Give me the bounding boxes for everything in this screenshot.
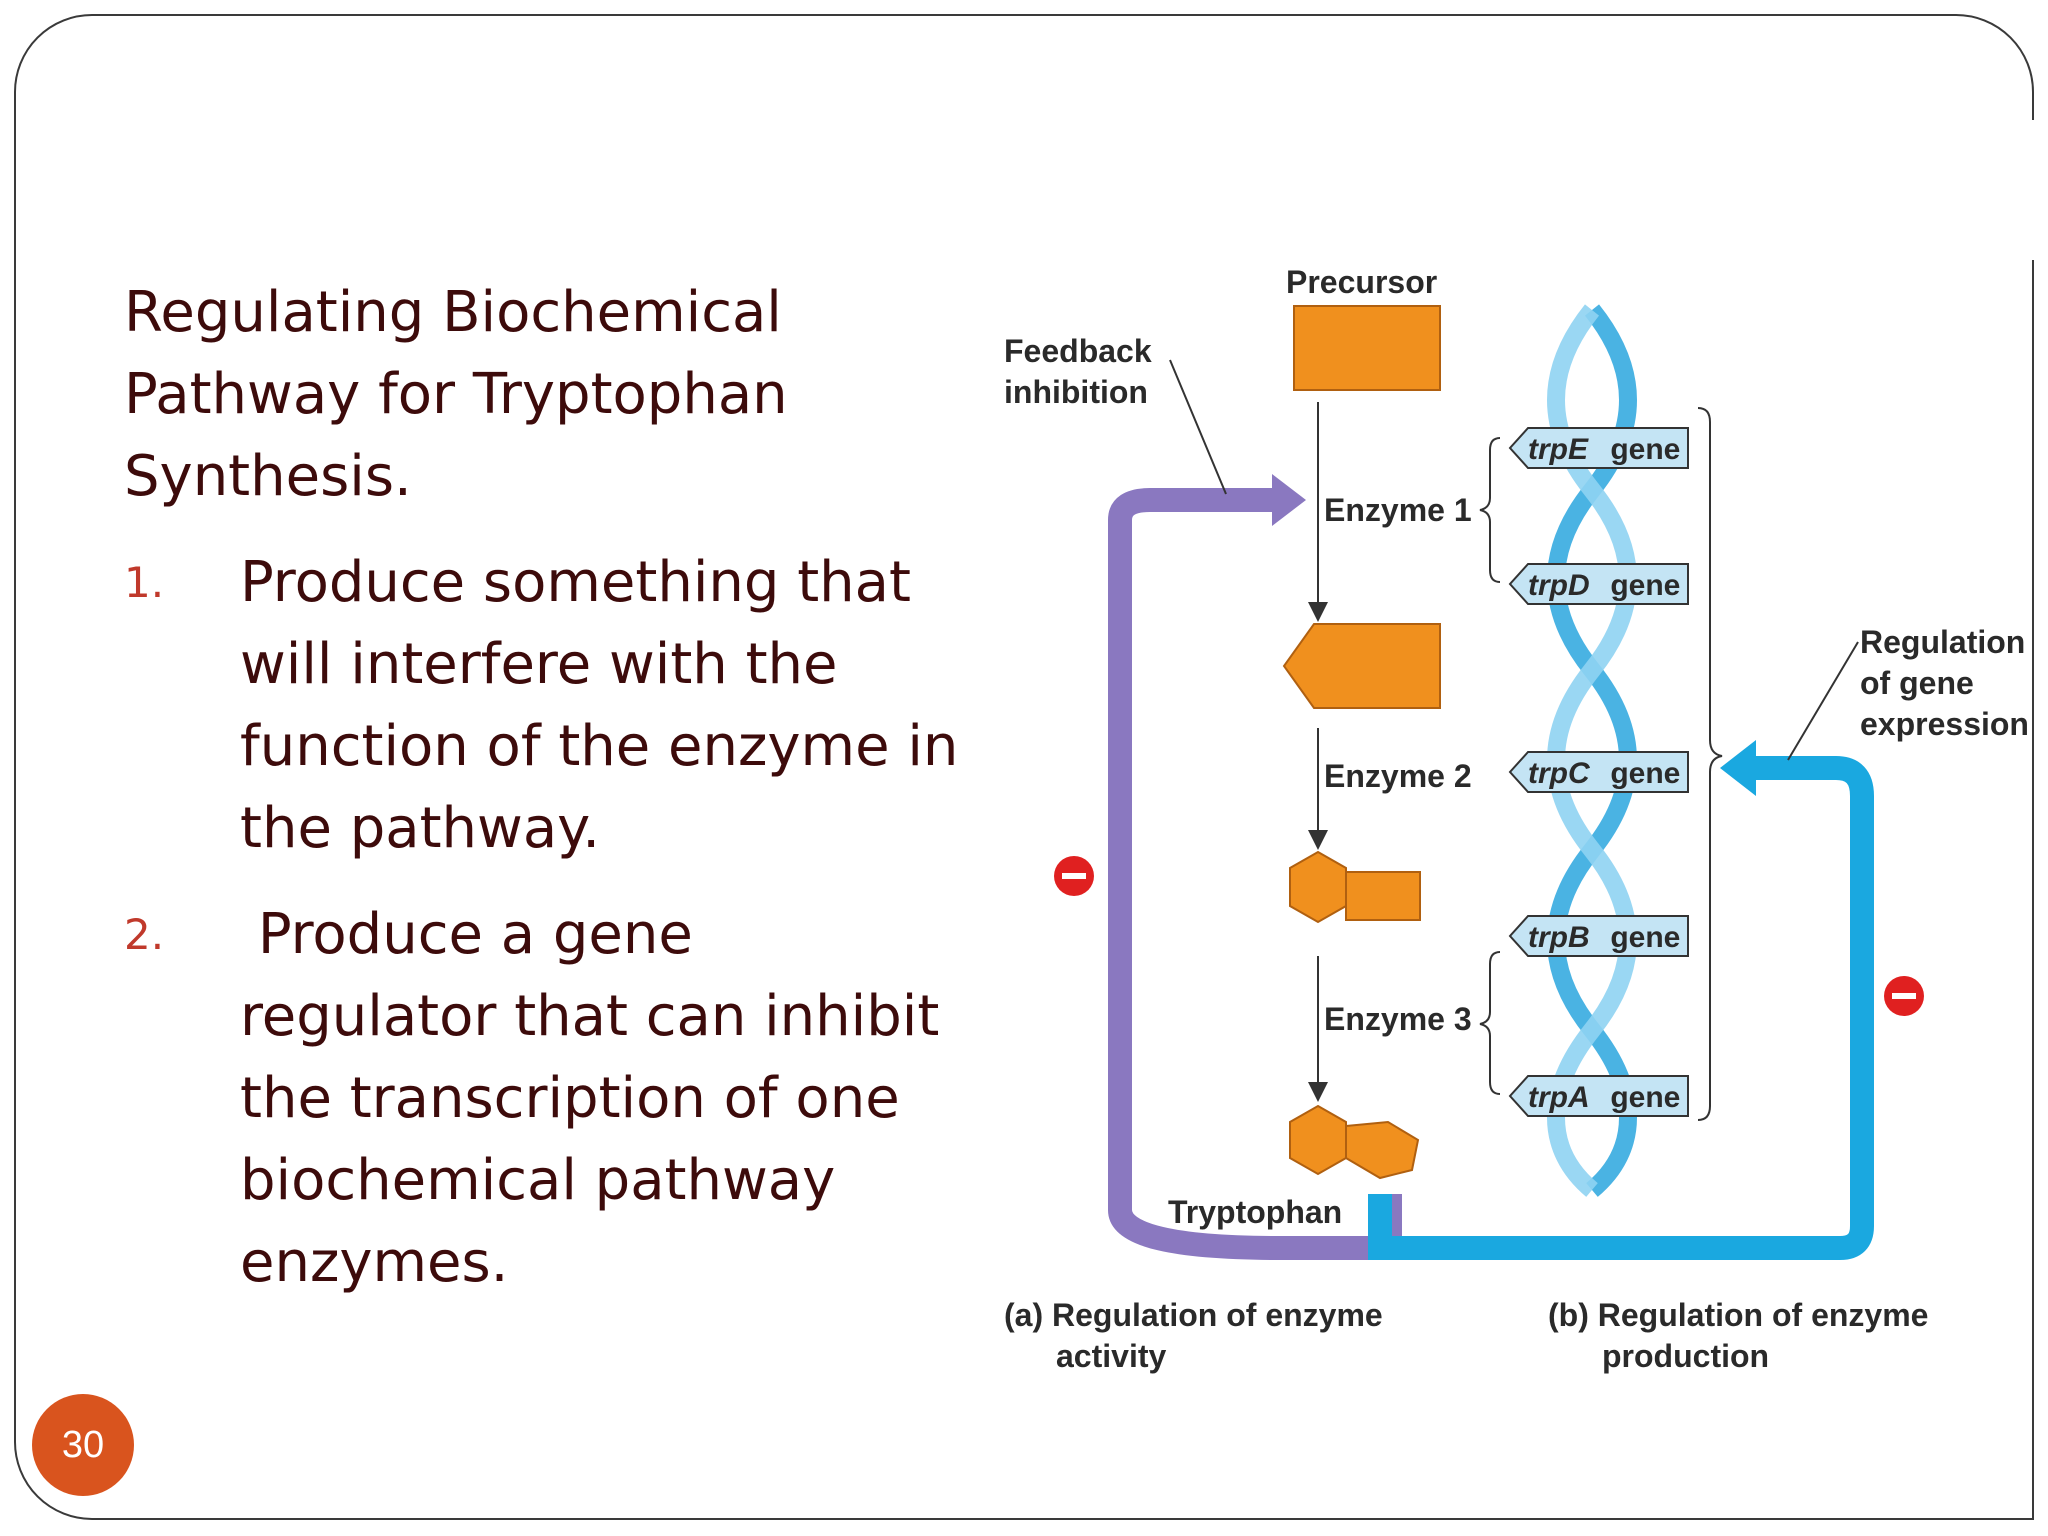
frame-gap — [2030, 120, 2036, 260]
gene-suffix: gene — [1602, 569, 1680, 602]
gene-suffix: gene — [1602, 921, 1680, 954]
gene-trpE: trpE gene — [1508, 427, 1689, 469]
gene-name: trpA — [1528, 1081, 1590, 1114]
gene-suffix: gene — [1602, 757, 1680, 790]
tryptophan-label: Tryptophan — [1168, 1194, 1342, 1230]
slide-frame — [14, 14, 2034, 1520]
caption-b-line2: production — [1602, 1338, 1769, 1374]
inhibition-icon — [1884, 976, 1924, 1016]
gene-trpA: trpA gene — [1508, 1075, 1689, 1117]
gene-name: trpD — [1528, 569, 1590, 602]
regulation-label-line3: expression — [1860, 706, 2029, 742]
regulation-pointer — [1787, 641, 1859, 761]
gene-group-bracket — [1697, 407, 1723, 1121]
feedback-label-line1: Feedback — [1004, 333, 1152, 369]
list-item: 1. Produce something that will interfere… — [124, 542, 964, 870]
gene-trpD: trpD gene — [1508, 563, 1689, 605]
list-item: 2. Produce a gene regulator that can inh… — [124, 894, 964, 1304]
tryptophan-molecule — [1289, 1104, 1420, 1180]
caption-a-line2: activity — [1056, 1338, 1166, 1374]
enzyme1-label: Enzyme 1 — [1324, 492, 1472, 528]
enzyme3-label: Enzyme 3 — [1324, 1001, 1472, 1037]
page-number-badge: 30 — [32, 1394, 134, 1496]
feedback-pointer — [1169, 359, 1227, 495]
regulation-label-line1: Regulation — [1860, 624, 2025, 660]
gene-name: trpE — [1528, 433, 1589, 466]
list-text: Produce a gene regulator that can inhibi… — [240, 902, 958, 1295]
feedback-arrow — [1108, 488, 1402, 1260]
precursor-molecule — [1293, 305, 1441, 391]
gene-suffix: gene — [1602, 1081, 1680, 1114]
enzyme2-label: Enzyme 2 — [1324, 758, 1472, 794]
gene-trpB: trpB gene — [1508, 915, 1689, 957]
intermediate-1-molecule — [1282, 623, 1441, 709]
gene-name: trpB — [1528, 921, 1590, 954]
list-number: 2. — [124, 910, 165, 959]
precursor-label: Precursor — [1286, 264, 1437, 300]
gene-regulation-arrow — [1368, 756, 1874, 1260]
list-text: Produce something that will interfere wi… — [240, 550, 959, 861]
intermediate-2-molecule — [1289, 850, 1421, 924]
enzyme1-brace — [1479, 437, 1501, 583]
slide-title: Regulating Biochemical Pathway for Trypt… — [124, 280, 788, 509]
gene-name: trpC — [1528, 757, 1591, 790]
slide-text: Regulating Biochemical Pathway for Trypt… — [124, 272, 964, 1304]
feedback-label-line2: inhibition — [1004, 374, 1148, 410]
feedback-arrowhead — [1272, 474, 1306, 526]
gene-trpC: trpC gene — [1508, 751, 1689, 793]
regulation-label-line2: of gene — [1860, 665, 1974, 701]
tryptophan-pathway-diagram: trpE gene trpD gene trpC gene trpB gene … — [1004, 264, 2029, 1374]
inhibition-icon — [1054, 856, 1094, 896]
list-number: 1. — [124, 558, 165, 607]
caption-a-line1: (a) Regulation of enzyme — [1004, 1297, 1383, 1333]
enzyme3-brace — [1479, 951, 1501, 1095]
caption-b-line1: (b) Regulation of enzyme — [1548, 1297, 1928, 1333]
gene-suffix: gene — [1602, 433, 1680, 466]
gene-regulation-arrowhead — [1720, 740, 1756, 796]
